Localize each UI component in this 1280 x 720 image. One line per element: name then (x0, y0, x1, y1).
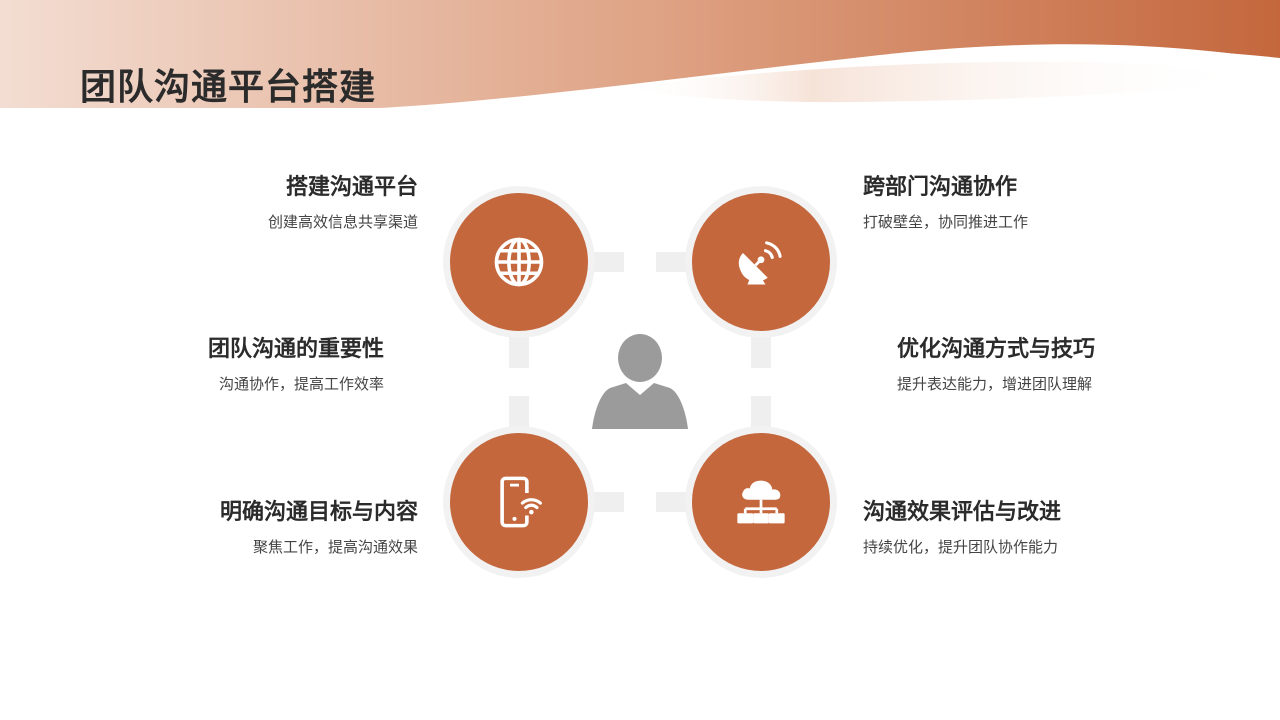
item-heading: 团队沟通的重要性 (207, 337, 384, 362)
item-heading: 搭建沟通平台 (285, 175, 418, 200)
cloud-network-icon (691, 432, 831, 572)
item-heading: 明确沟通目标与内容 (219, 500, 418, 525)
item-label-4: 优化沟通方式与技巧 提升表达能力，增进团队理解 (897, 335, 1227, 395)
item-label-6: 沟通效果评估与改进 持续优化，提升团队协作能力 (863, 498, 1193, 558)
page-title: 团队沟通平台搭建 (80, 67, 377, 108)
item-label-5: 明确沟通目标与内容 聚焦工作，提高沟通效果 (88, 498, 418, 558)
item-desc: 聚焦工作，提高沟通效果 (252, 538, 418, 556)
header-banner (0, 0, 1280, 120)
item-heading: 沟通效果评估与改进 (863, 500, 1062, 525)
connector-lines (509, 252, 771, 512)
item-heading: 跨部门沟通协作 (863, 175, 1018, 200)
item-heading: 优化沟通方式与技巧 (897, 337, 1096, 362)
item-label-3: 团队沟通的重要性 沟通协作，提高工作效率 (54, 335, 384, 395)
item-label-2: 跨部门沟通协作 打破壁垒，协同推进工作 (863, 173, 1193, 233)
item-desc: 提升表达能力，增进团队理解 (897, 375, 1093, 393)
item-label-1: 搭建沟通平台 创建高效信息共享渠道 (88, 173, 418, 233)
globe-icon (449, 192, 589, 332)
item-desc: 持续优化，提升团队协作能力 (863, 538, 1059, 556)
mobile-wifi-icon (449, 432, 589, 572)
satellite-dish-icon (691, 192, 831, 332)
user-icon (592, 334, 688, 429)
item-desc: 创建高效信息共享渠道 (267, 213, 418, 231)
item-desc: 沟通协作，提高工作效率 (218, 375, 384, 393)
item-desc: 打破壁垒，协同推进工作 (863, 213, 1029, 231)
